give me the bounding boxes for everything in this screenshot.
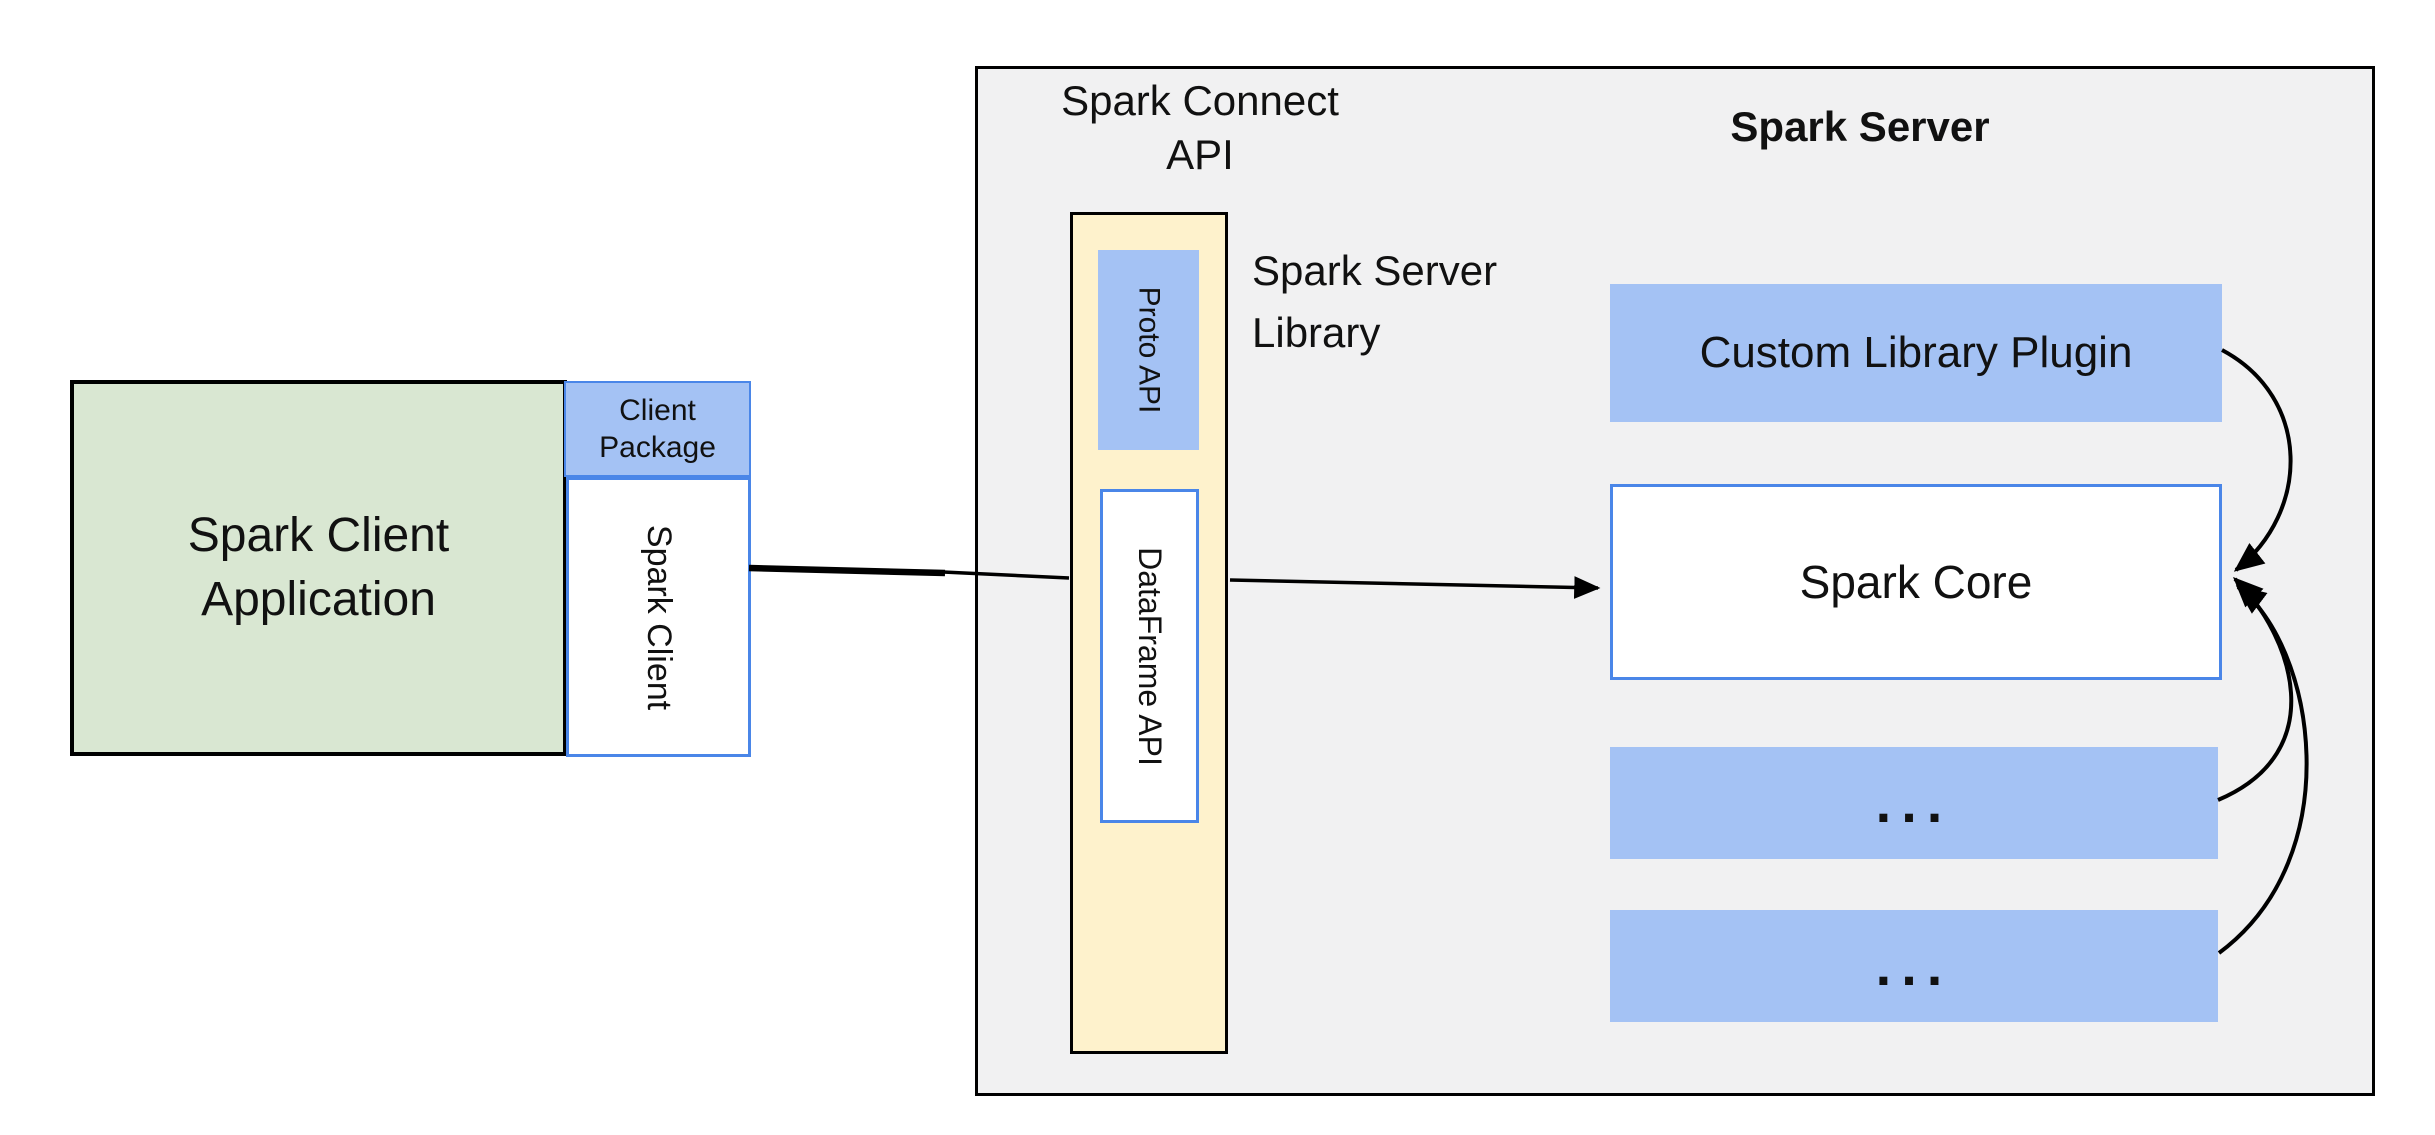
spark-server-title: Spark Server — [1730, 103, 1990, 150]
spark-server-library-label-line2: Library — [1252, 309, 1381, 356]
custom-library-plugin-box: Custom Library Plugin — [1610, 284, 2222, 422]
custom-library-plugin-label: Custom Library Plugin — [1699, 328, 2133, 377]
dataframe-api-label: DataFrame API — [1132, 546, 1168, 766]
spark-client-application-line1: Spark Client — [187, 509, 450, 562]
spark-connect-api-heading-line2: API — [1166, 131, 1234, 178]
proto-api-box: Proto API — [1098, 250, 1199, 450]
spark-server-library-label-line1: Spark Server — [1252, 247, 1498, 294]
plugin-placeholder-box-2: ... — [1610, 910, 2218, 1022]
plugin-placeholder-2-label: ... — [1875, 934, 1953, 997]
dataframe-api-box: DataFrame API — [1100, 489, 1199, 823]
spark-connect-api-heading-line1: Spark Connect — [1061, 77, 1339, 124]
arrow-client-to-connect-thick — [748, 564, 946, 577]
client-package-line1: Client — [619, 394, 696, 427]
spark-client-application-line2: Application — [201, 573, 436, 626]
spark-server-library-label: Spark Server Library — [1252, 240, 1592, 364]
spark-client-application-box: Spark Client Application — [70, 380, 567, 756]
plugin-placeholder-1-label: ... — [1875, 771, 1953, 834]
spark-client-box: Spark Client — [566, 477, 751, 757]
plugin-placeholder-box-1: ... — [1610, 747, 2218, 859]
spark-core-label: Spark Core — [1799, 556, 2033, 608]
spark-client-label: Spark Client — [640, 524, 679, 710]
spark-core-box: Spark Core — [1610, 484, 2222, 680]
proto-api-label: Proto API — [1132, 286, 1166, 414]
spark-connect-api-heading: Spark Connect API — [1000, 74, 1400, 182]
client-package-line2: Package — [599, 431, 716, 464]
client-package-box: Client Package — [564, 381, 751, 477]
